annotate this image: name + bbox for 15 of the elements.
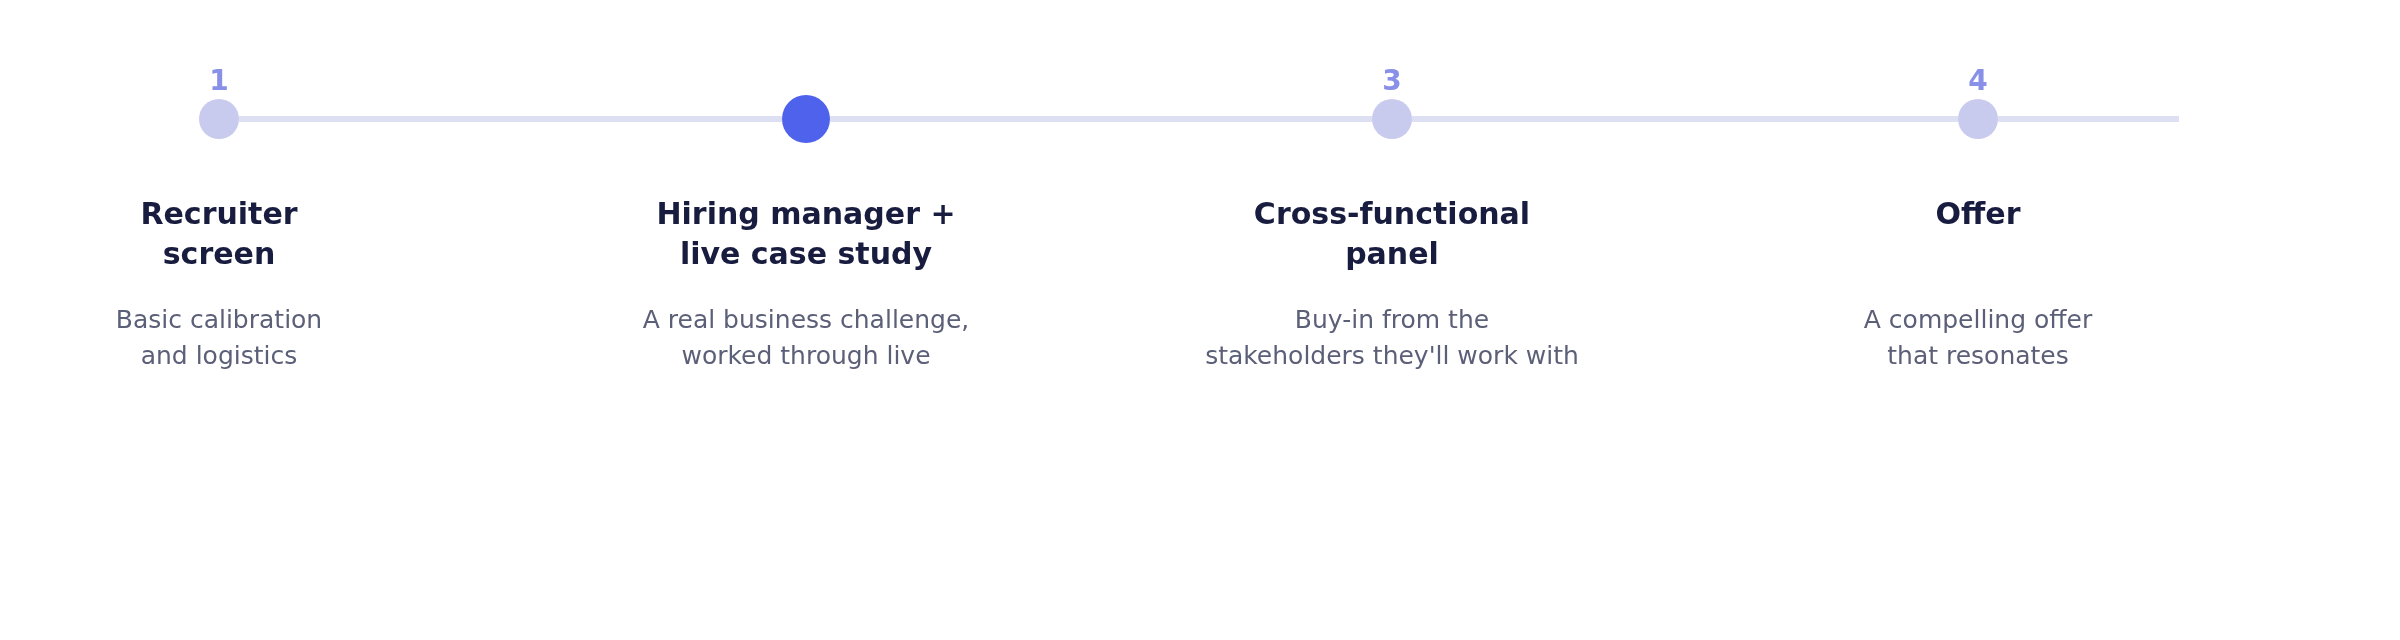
timeline-connector	[830, 116, 1372, 122]
step-description: A compelling offer that resonates	[1863, 304, 2093, 372]
timeline-connector	[1998, 116, 2179, 122]
step-number: 1	[209, 65, 229, 97]
step-number: 3	[1382, 65, 1402, 97]
step-title: Cross-functional panel	[1253, 195, 1531, 273]
step-title: Recruiter screen	[140, 195, 298, 273]
step-description: Buy-in from the stakeholders they'll work with	[1205, 304, 1579, 372]
timeline-connector	[1412, 116, 1958, 122]
step-description: Basic calibration and logistics	[115, 304, 323, 372]
step-description: A real business challenge, worked through live	[642, 304, 970, 372]
step-number: 4	[1968, 65, 1988, 97]
step-title: Offer	[1935, 195, 2021, 233]
step-title: Hiring manager + live case study	[656, 195, 956, 273]
timeline-connector	[239, 116, 782, 122]
